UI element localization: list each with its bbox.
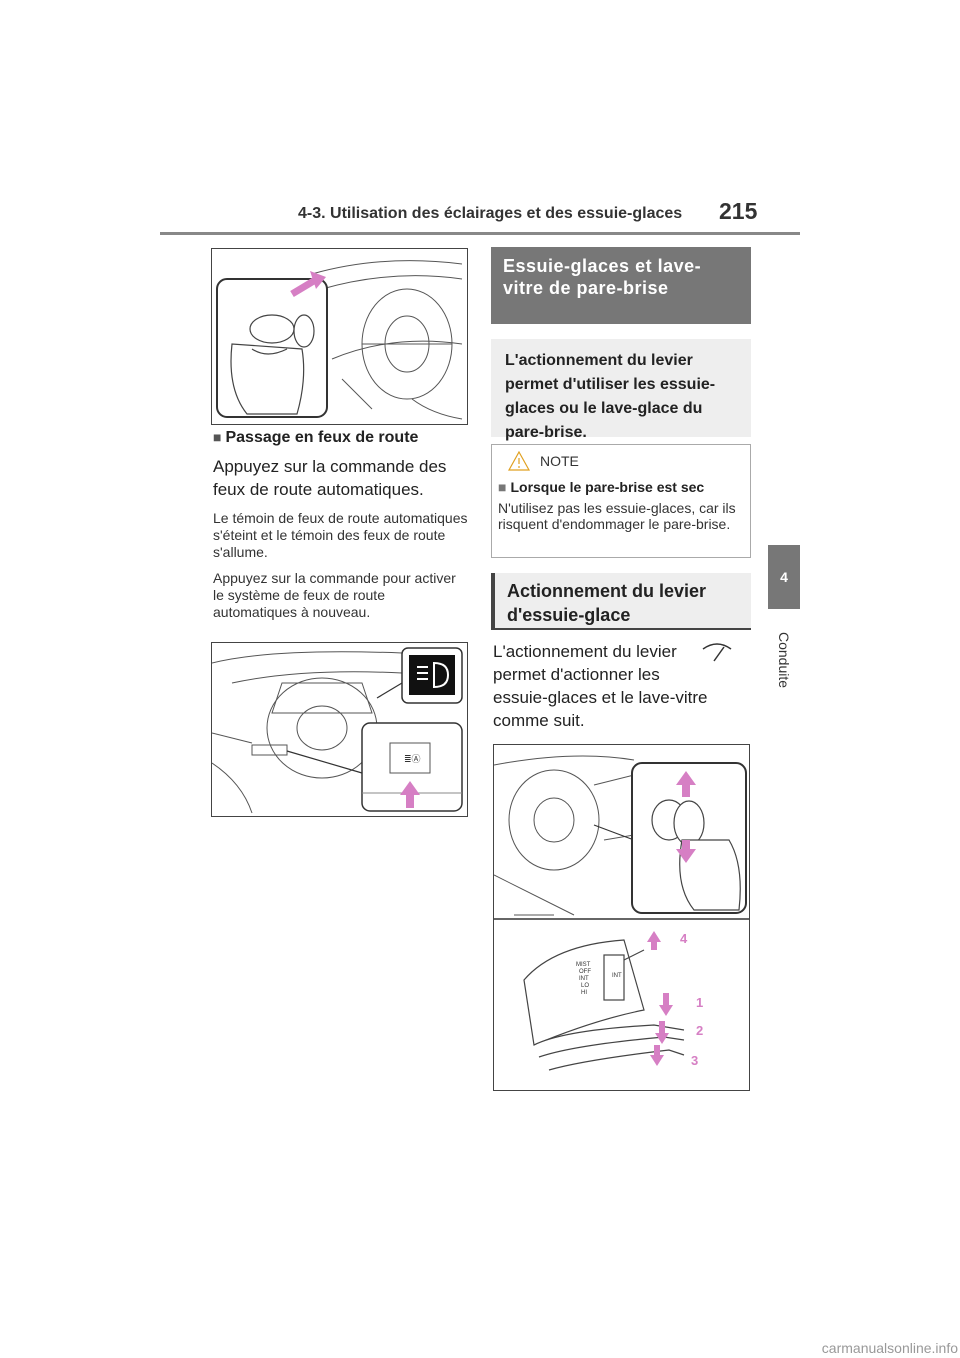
dashboard-drawing: ≣Ⓐ [211, 647, 463, 814]
svg-text:2: 2 [696, 1023, 703, 1038]
note-heading: ■Lorsque le pare-brise est sec [498, 479, 705, 495]
subsection-title: Actionnement du levier d'essuie-glace [491, 573, 751, 630]
chapter-tab: 4 [768, 545, 800, 609]
wiper-lever-drawing: MIST OFF INT LO HI INT 4 1 2 3 [493, 755, 749, 1071]
auto-high-beam-illustration: ≣Ⓐ [211, 642, 468, 817]
note-text: N'utilisez pas les essuie-glaces, car il… [498, 500, 736, 532]
wiper-body-text: L'actionnement du levier permet d'action… [493, 642, 708, 730]
section-title: Essuie-glaces et lave-vitre de pare-bris… [491, 247, 751, 324]
page-number: 215 [719, 198, 758, 224]
instruction-text: Appuyez sur la commande des feux de rout… [213, 457, 447, 499]
lever-push-illustration [211, 248, 468, 425]
svg-text:≣Ⓐ: ≣Ⓐ [404, 754, 421, 764]
wiper-lever-illustration: MIST OFF INT LO HI INT 4 1 2 3 [493, 744, 750, 1091]
subheading-high-beam: ■Passage en feux de route [213, 429, 419, 446]
chapter-label: Conduite [776, 631, 792, 689]
lever-push-drawing [216, 260, 463, 420]
headlight-icon [417, 661, 450, 689]
svg-text:INT: INT [612, 973, 622, 979]
svg-text:1: 1 [696, 995, 703, 1010]
footer-watermark[interactable]: carmanualsonline.info [821, 1340, 958, 1356]
svg-text:LO: LO [581, 983, 589, 989]
svg-text:MIST: MIST [576, 962, 591, 968]
svg-text:OFF: OFF [579, 969, 591, 975]
svg-text:3: 3 [691, 1053, 698, 1068]
section-summary: L'actionnement du levier permet d'utilis… [491, 339, 751, 441]
note-box: NOTE ■Lorsque le pare-brise est sec N'ut… [491, 444, 751, 558]
running-header: 4-3. Utilisation des éclairages et des e… [298, 205, 683, 222]
svg-text:4: 4 [680, 931, 688, 946]
warning-icon [507, 450, 531, 476]
wiper-icon [700, 641, 734, 670]
header-divider [160, 232, 800, 235]
detail-text-2: Appuyez sur la commande pour activer le … [213, 570, 456, 620]
svg-text:INT: INT [579, 976, 589, 982]
detail-text-1: Le témoin de feux de route automa­tiques… [213, 510, 468, 560]
note-label: NOTE [540, 453, 579, 469]
svg-text:HI: HI [581, 990, 587, 996]
